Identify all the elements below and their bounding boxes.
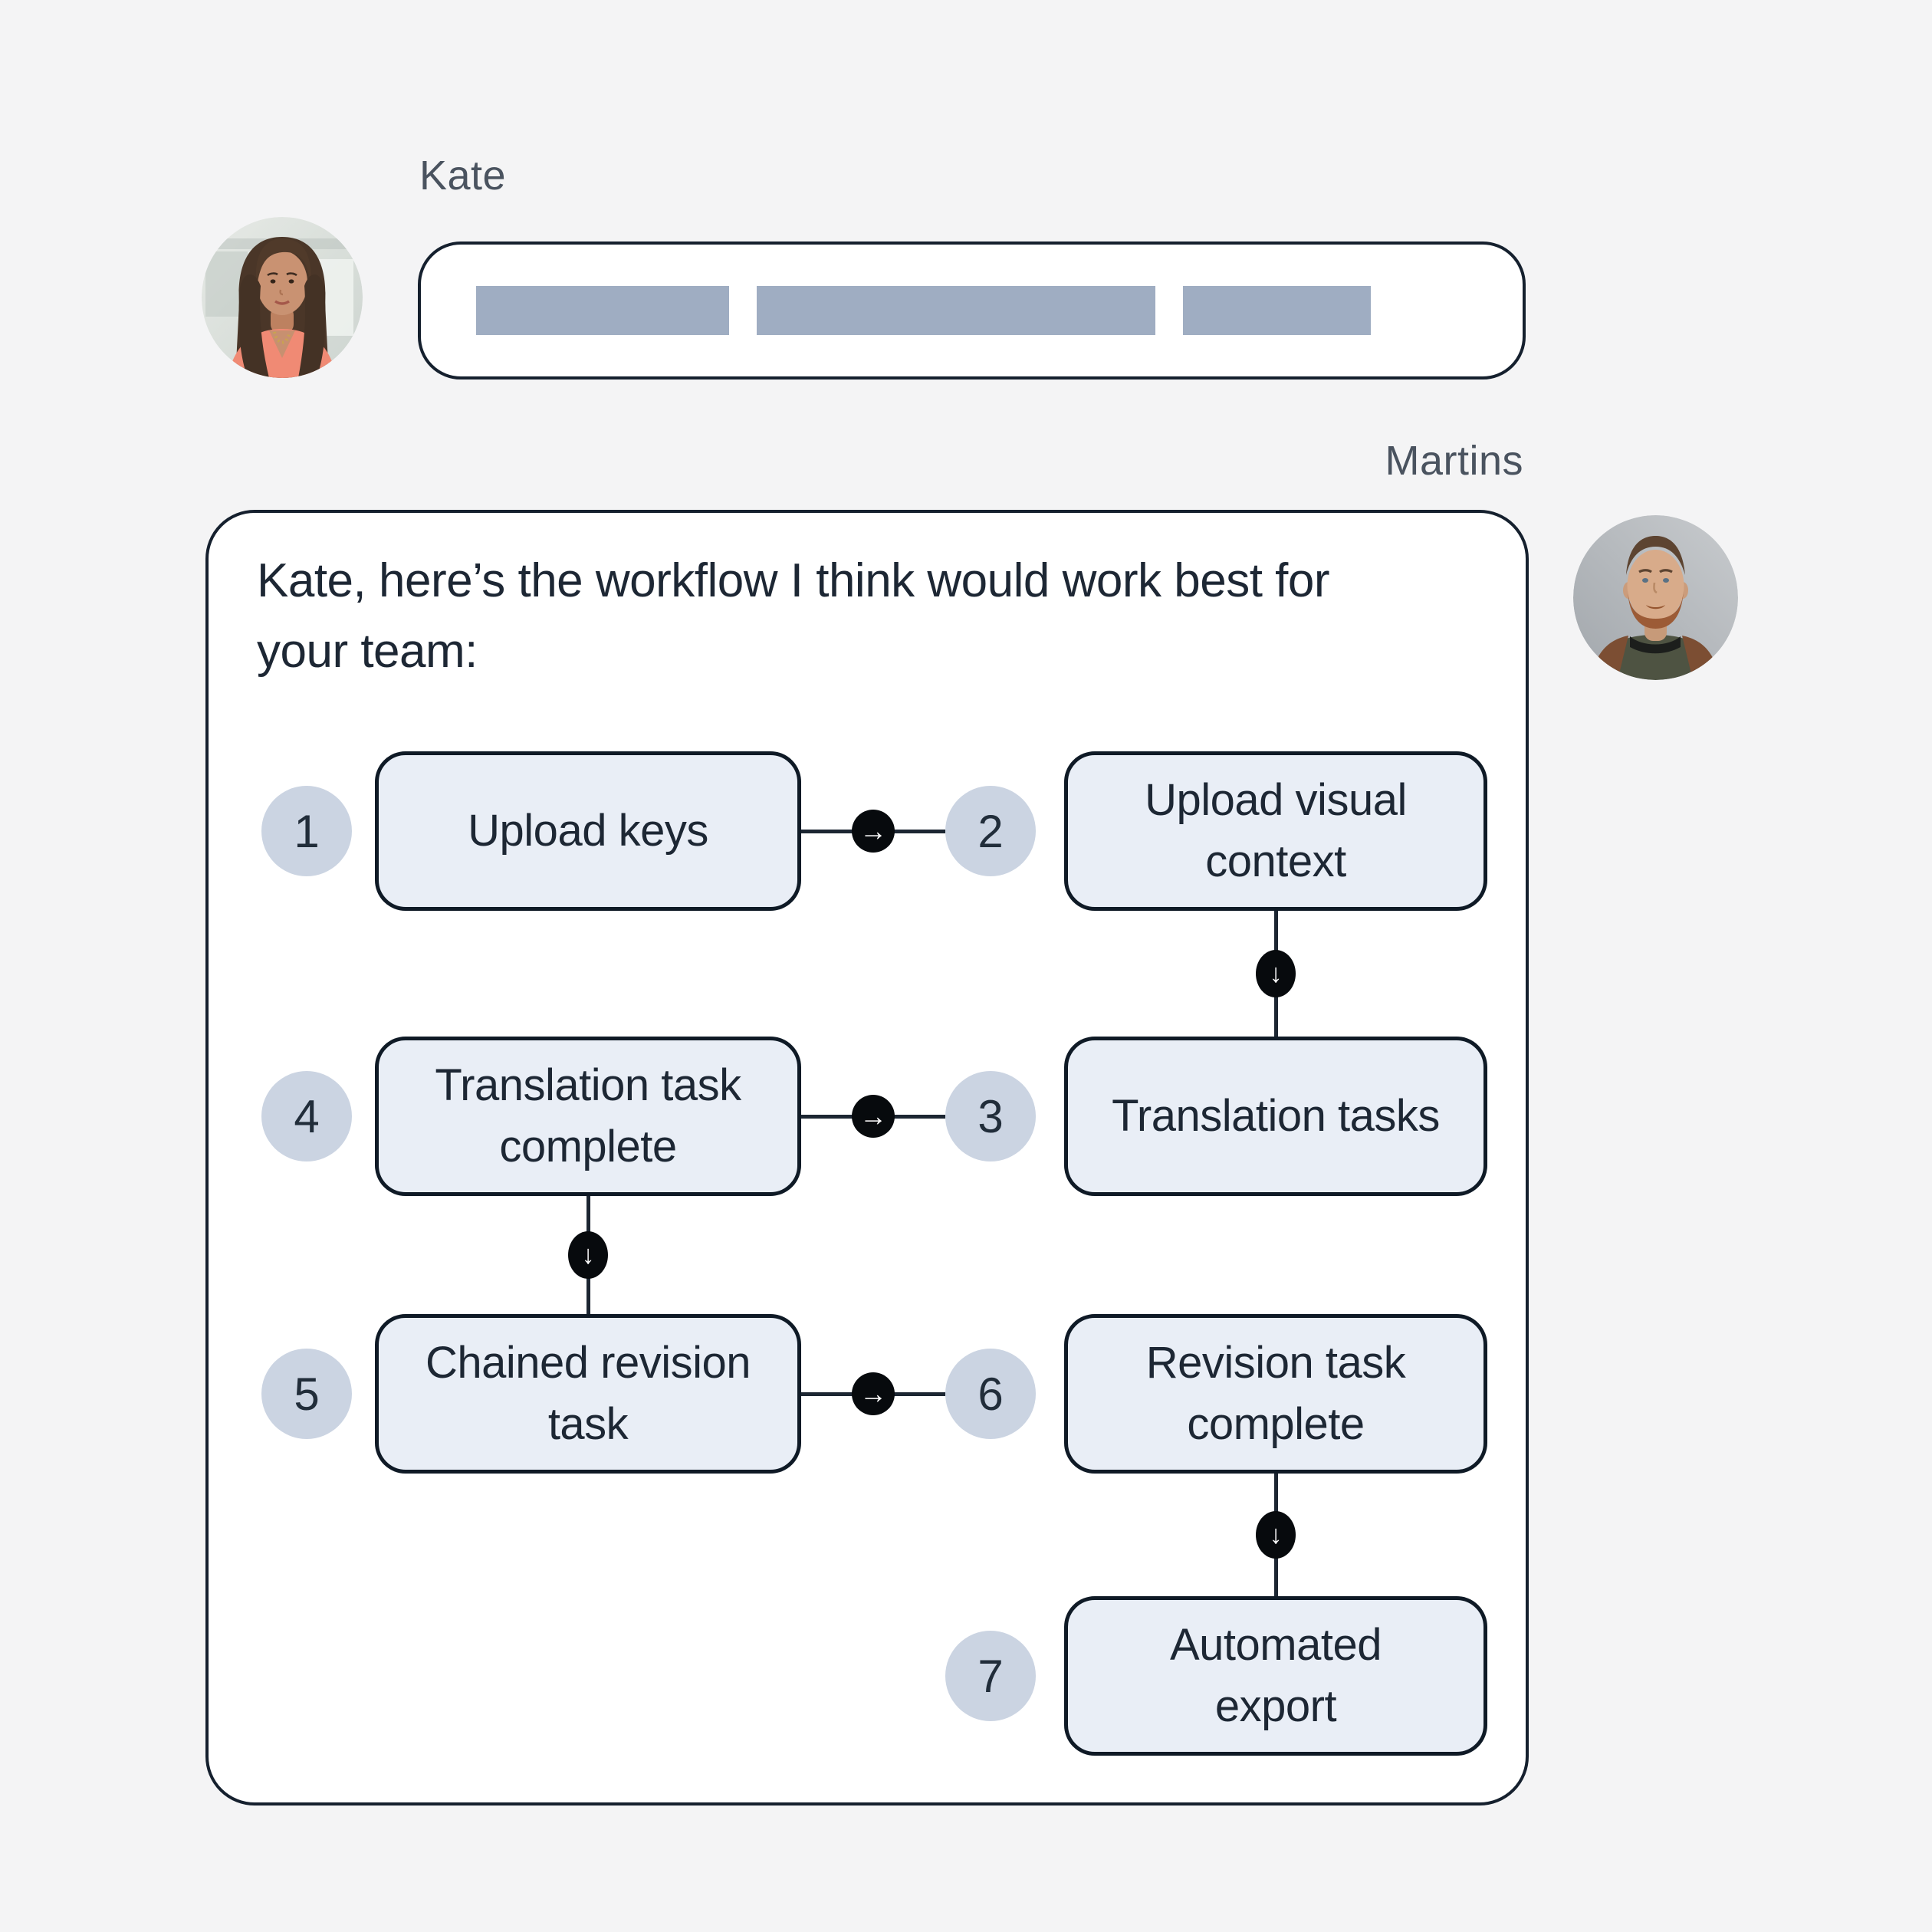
martins-message-bubble [205, 510, 1529, 1806]
sender-name-martins: Martins [1385, 438, 1523, 484]
message-text-line-2: your team: [257, 625, 478, 678]
kate-message-bubble [418, 242, 1526, 380]
kate-avatar [202, 217, 363, 378]
message-text-line-1: Kate, here’s the workflow I think would … [257, 554, 1330, 607]
martins-avatar [1573, 515, 1738, 680]
kate-avatar-image [202, 217, 363, 378]
redacted-text-bar [757, 286, 1155, 335]
redacted-text-bar [1183, 286, 1371, 335]
martins-avatar-image [1573, 515, 1738, 680]
sender-name-kate: Kate [419, 153, 507, 199]
redacted-text-bar [476, 286, 729, 335]
